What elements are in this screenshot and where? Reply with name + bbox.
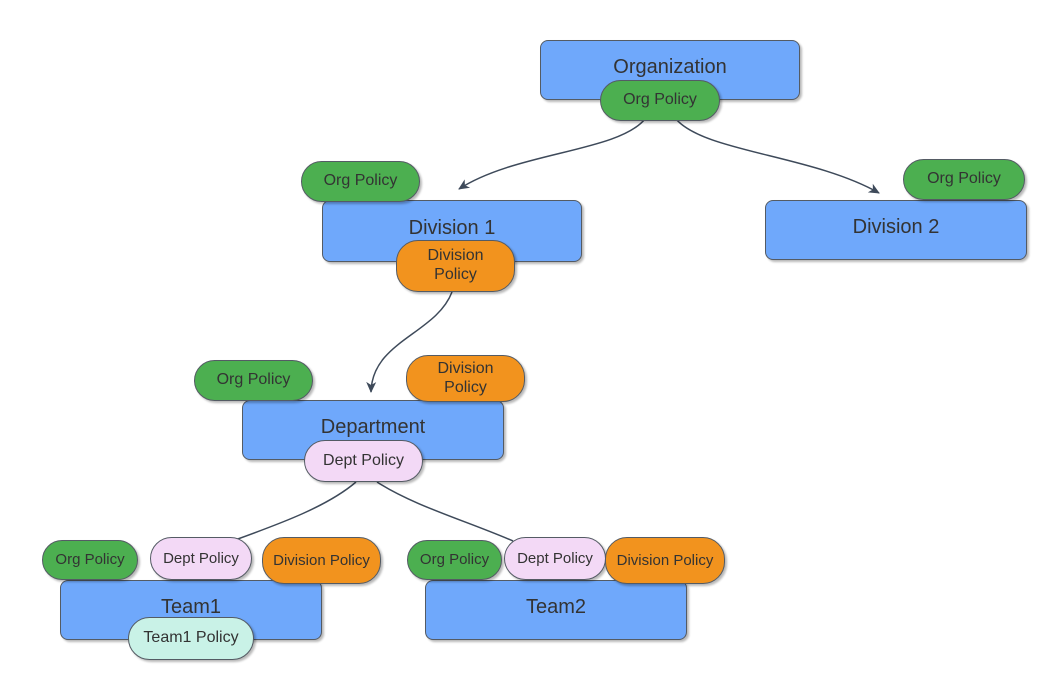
badge-team1-division-policy: Division Policy [262, 537, 381, 584]
badge-team2-division-policy: Division Policy [605, 537, 725, 584]
node-organization: Organization [540, 40, 800, 100]
badge-team1-team-policy: Team1 Policy [128, 617, 254, 660]
badge-label: Division Policy [273, 551, 370, 569]
badge-team2-dept-policy: Dept Policy [504, 537, 606, 580]
badge-department-org-policy: Org Policy [194, 360, 313, 401]
node-team1-label: Team1 [160, 595, 222, 618]
badge-team1-dept-policy: Dept Policy [150, 537, 252, 580]
badge-label: Dept Policy [163, 549, 239, 567]
edge-department-team2 [376, 481, 514, 542]
edge-division1-department [366, 291, 453, 393]
node-division2-label: Division 2 [852, 215, 940, 238]
badge-division1-division-policy: Division Policy [396, 240, 515, 292]
badge-division1-org-policy: Org Policy [301, 161, 420, 202]
node-division1-label: Division 1 [408, 216, 496, 239]
badge-label: Org Policy [55, 551, 125, 569]
badge-label: Division Policy [427, 247, 484, 283]
badge-label: Org Policy [927, 170, 1001, 188]
badge-department-division-policy: Division Policy [406, 355, 525, 402]
node-department-label: Department [320, 415, 426, 438]
node-team2-label: Team2 [525, 595, 587, 618]
badge-label: Org Policy [623, 91, 697, 109]
node-division2: Division 2 [765, 200, 1027, 260]
badge-label: Dept Policy [517, 549, 593, 567]
badge-department-dept-policy: Dept Policy [304, 440, 423, 482]
badge-organization-org-policy: Org Policy [600, 80, 720, 121]
badge-team1-org-policy: Org Policy [42, 540, 138, 580]
badge-label: Team1 Policy [143, 629, 239, 647]
badge-label: Org Policy [419, 551, 490, 569]
badge-label: Org Policy [323, 172, 398, 190]
node-team2: Team2 [425, 580, 687, 640]
edge-organization-division1 [458, 118, 646, 190]
badge-division2-org-policy: Org Policy [903, 159, 1025, 200]
node-organization-label: Organization [613, 55, 727, 78]
edge-department-team1 [234, 481, 357, 541]
badge-label: Division Policy [616, 551, 714, 569]
badge-label: Dept Policy [323, 451, 404, 469]
badge-team2-org-policy: Org Policy [407, 540, 502, 580]
badge-label: Org Policy [216, 371, 291, 389]
badge-label: Division Policy [437, 359, 494, 396]
edge-organization-division2 [675, 118, 880, 194]
